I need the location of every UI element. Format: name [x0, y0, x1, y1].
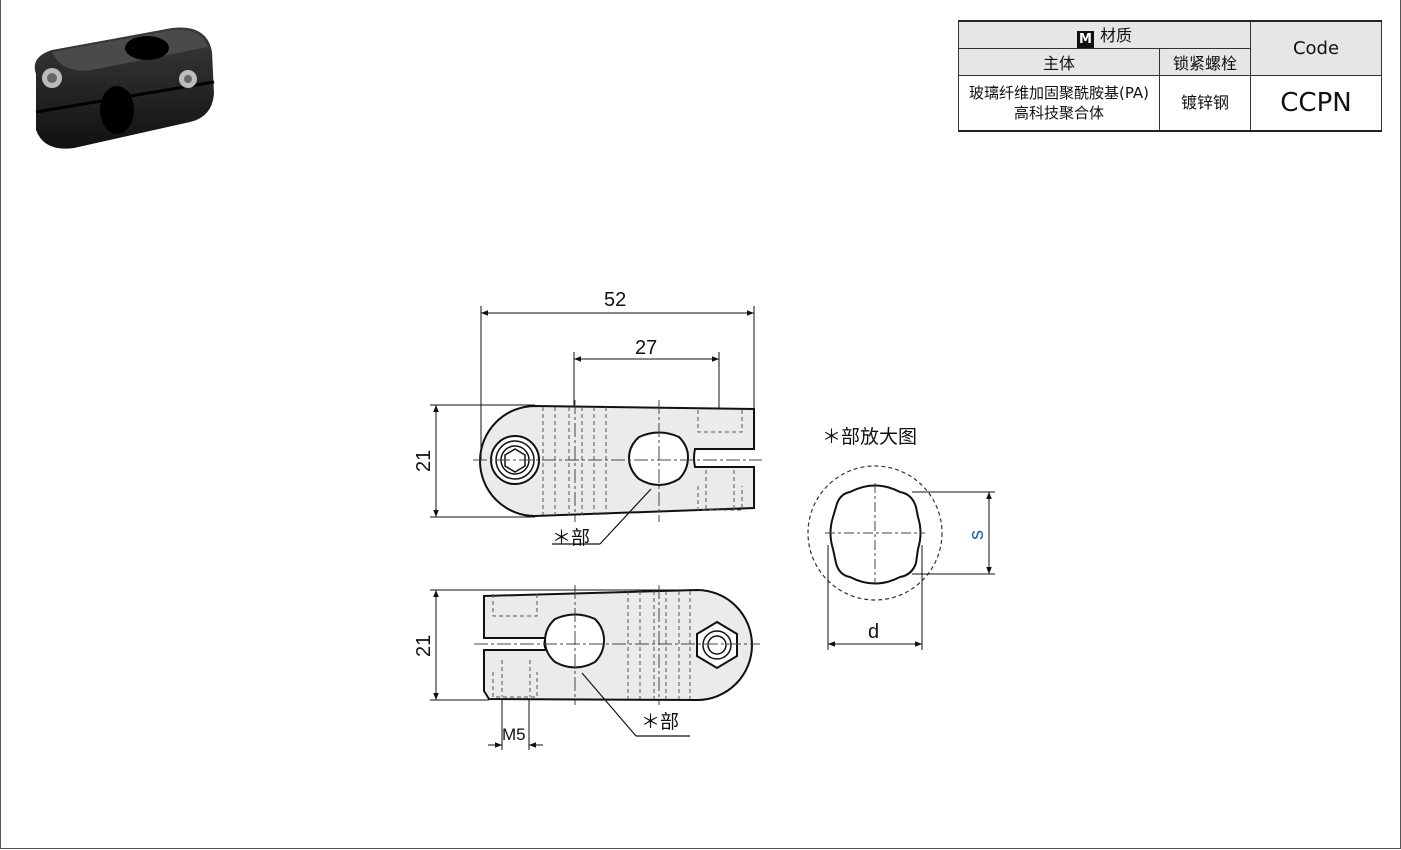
body-material-line2: 高科技聚合体	[1013, 104, 1104, 122]
product-photo	[34, 27, 215, 149]
dim-detail-s: s	[966, 530, 988, 540]
detail-title: ＊部放大图	[822, 426, 917, 448]
bottom-view: ＊部	[474, 585, 760, 737]
bolt-material: 镀锌钢	[1159, 75, 1251, 132]
body-material-line1: 玻璃纤维加固聚酰胺基(PA)	[968, 84, 1150, 102]
dim-overall-length: 52	[604, 289, 626, 311]
dim-height-bottom: 21	[413, 635, 435, 657]
body-label: 主体	[958, 48, 1160, 76]
body-material: 玻璃纤维加固聚酰胺基(PA) 高科技聚合体	[958, 75, 1160, 132]
bolt-label: 锁紧螺栓	[1159, 48, 1251, 76]
dim-slot-length: 27	[635, 337, 657, 359]
top-view: ＊部	[473, 400, 762, 549]
material-title: 材质	[1099, 26, 1132, 45]
code-header: Code	[1250, 20, 1382, 76]
material-header: M 材质	[958, 20, 1251, 49]
detail-view: s d	[807, 465, 995, 650]
detail-callout-top: ＊部	[552, 527, 590, 549]
dim-height-top: 21	[413, 450, 435, 472]
detail-callout-bottom: ＊部	[641, 711, 679, 733]
material-icon: M	[1076, 31, 1094, 48]
material-table: M 材质 Code 主体 锁紧螺栓 玻璃纤维加固聚酰胺基(PA) 高科技聚合体 镀…	[958, 20, 1382, 132]
dimension-lines	[430, 306, 755, 750]
dim-thread: M5	[502, 725, 526, 744]
code-value: CCPN	[1250, 75, 1382, 132]
dim-detail-d: d	[868, 621, 879, 643]
